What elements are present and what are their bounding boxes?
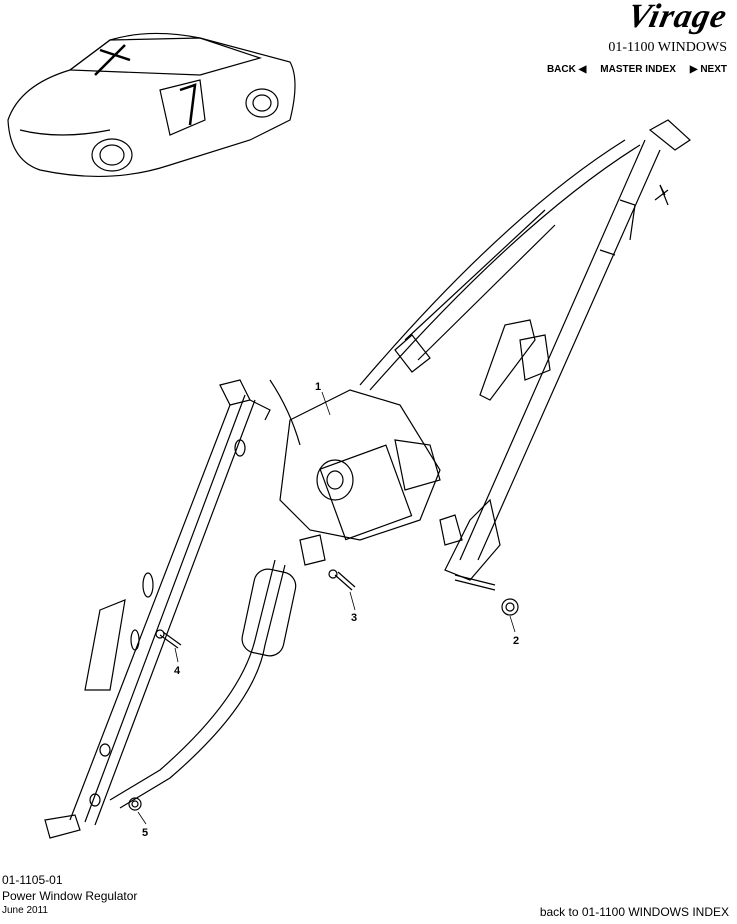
upper-cable xyxy=(359,139,641,391)
next-link[interactable]: ▶ NEXT xyxy=(689,64,727,75)
navigation-bar: BACK ◀ MASTER INDEX ▶ NEXT xyxy=(547,64,727,76)
back-link[interactable]: BACK ◀ xyxy=(546,64,587,75)
car-thumbnail xyxy=(7,32,296,178)
callout-3: 3 xyxy=(351,612,357,624)
leader-lines xyxy=(137,391,516,825)
rear-guide-rail xyxy=(444,119,691,581)
fasteners xyxy=(128,184,669,811)
back-to-index-link[interactable]: back to 01-1100 WINDOWS INDEX xyxy=(539,905,729,919)
callout-1: 1 xyxy=(315,381,321,393)
section-title: 01-1100 WINDOWS xyxy=(608,40,727,55)
callout-5: 5 xyxy=(142,827,148,839)
callout-2: 2 xyxy=(513,635,519,647)
publication-date: June 2011 xyxy=(2,905,48,916)
part-name: Power Window Regulator xyxy=(2,889,138,903)
part-info: 01-1105-01 Power Window Regulator June 2… xyxy=(2,872,137,918)
callout-4: 4 xyxy=(174,665,181,677)
lower-cable xyxy=(109,379,301,809)
part-number: 01-1105-01 xyxy=(2,873,63,887)
master-index-link[interactable]: MASTER INDEX xyxy=(600,64,676,75)
front-guide-rail xyxy=(44,379,271,839)
motor-assembly xyxy=(279,389,463,566)
